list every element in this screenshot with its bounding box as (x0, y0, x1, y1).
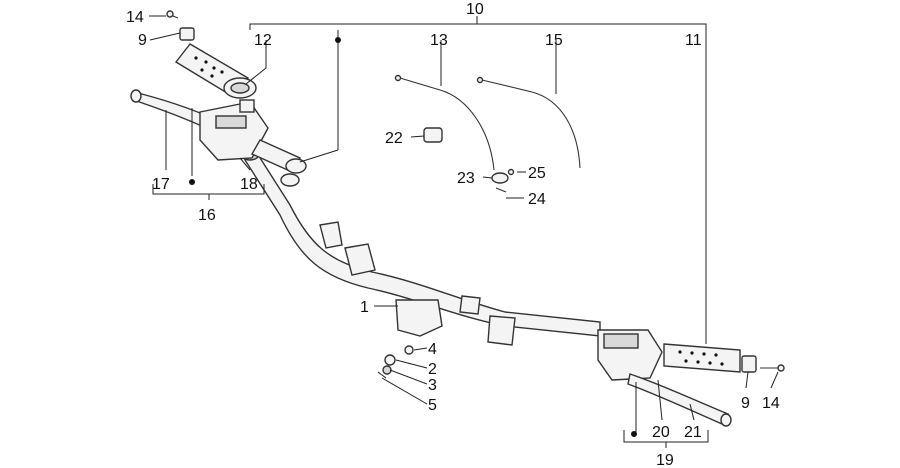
reference-dots (189, 37, 637, 437)
switch-housing-1 (395, 299, 443, 337)
screw-24 (495, 187, 507, 193)
label-11: 11 (685, 32, 702, 49)
label-25: 25 (528, 165, 546, 182)
left-bar-end-weight (179, 27, 195, 41)
label-23: 23 (457, 170, 475, 187)
cable-15 (476, 76, 581, 169)
switch-22 (423, 127, 443, 143)
label-4: 4 (428, 341, 437, 358)
label-22: 22 (385, 130, 403, 147)
label-15: 15 (545, 32, 563, 49)
label-14-left: 14 (126, 9, 144, 26)
leader-lines (149, 15, 779, 448)
right-grip (663, 343, 741, 373)
label-19: 19 (656, 452, 674, 468)
label-12: 12 (254, 32, 272, 49)
bracket-10 (249, 16, 707, 30)
left-grip (174, 43, 257, 99)
label-17: 17 (152, 176, 170, 193)
clip-23 (491, 172, 509, 184)
part-labels: 14 9 12 10 13 15 11 22 23 25 24 17 18 16… (126, 1, 780, 468)
washer-25 (507, 168, 515, 176)
label-5: 5 (428, 397, 437, 414)
label-13: 13 (430, 32, 448, 49)
hardware-stack-2-5 (377, 345, 414, 379)
label-14-right: 14 (762, 395, 780, 412)
label-10: 10 (466, 1, 484, 18)
right-brake-lever (627, 373, 732, 427)
label-24: 24 (528, 191, 546, 208)
label-18: 18 (240, 176, 258, 193)
label-2: 2 (428, 361, 437, 378)
label-21: 21 (684, 424, 702, 441)
left-bar-sleeve (251, 139, 307, 174)
label-9-left: 9 (138, 32, 147, 49)
left-bar-end-screw (166, 10, 179, 19)
left-master-cylinder (199, 99, 269, 161)
label-20: 20 (652, 424, 670, 441)
label-16: 16 (198, 207, 216, 224)
right-master-cylinder (597, 329, 663, 381)
handlebar-tube (240, 147, 601, 346)
label-3: 3 (428, 377, 437, 394)
label-9-right: 9 (741, 395, 750, 412)
label-1: 1 (360, 299, 369, 316)
right-bar-end-screw (760, 364, 785, 372)
cable-13 (394, 74, 495, 171)
right-bar-end-weight (741, 355, 757, 373)
